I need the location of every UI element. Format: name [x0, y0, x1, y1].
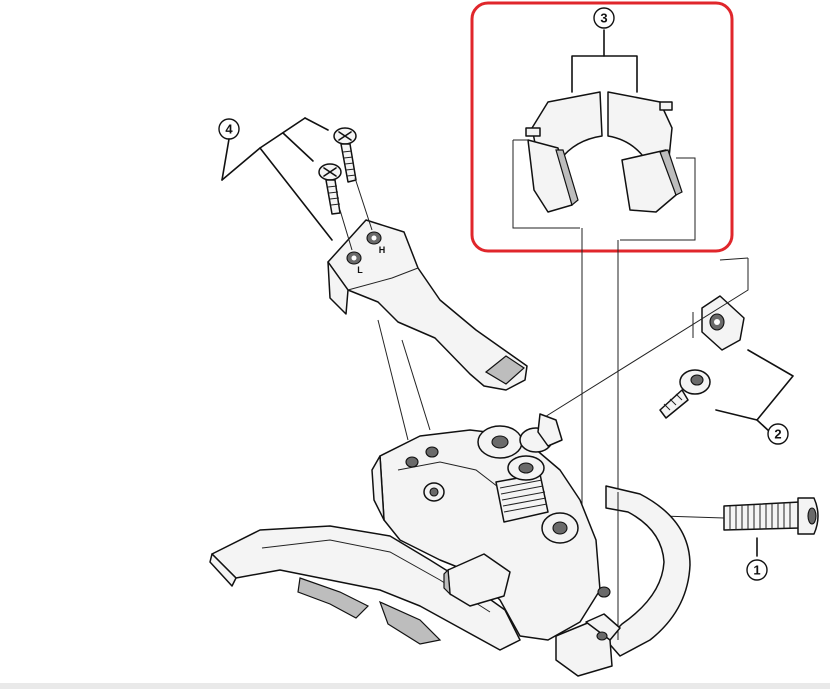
callout-1-label: 1 [753, 563, 760, 578]
callout-4-label: 4 [225, 122, 233, 137]
high-mark: H [379, 245, 386, 255]
callout-3-label: 3 [600, 11, 607, 26]
cable-guide-assembly: L H [221, 117, 528, 441]
low-mark: L [357, 265, 363, 275]
callout-4: 4 [218, 118, 240, 140]
callout-2: 2 [767, 423, 789, 445]
callout-1: 1 [746, 559, 768, 581]
derailleur-body [209, 413, 691, 677]
clamp-shims [512, 29, 696, 241]
callout-3: 3 [593, 7, 615, 29]
bottom-strip [0, 683, 830, 689]
callout-2-label: 2 [774, 427, 781, 442]
clamp-bolt-and-nut [539, 257, 794, 455]
highlight-box [470, 1, 734, 253]
clamp-bolt [661, 497, 819, 557]
